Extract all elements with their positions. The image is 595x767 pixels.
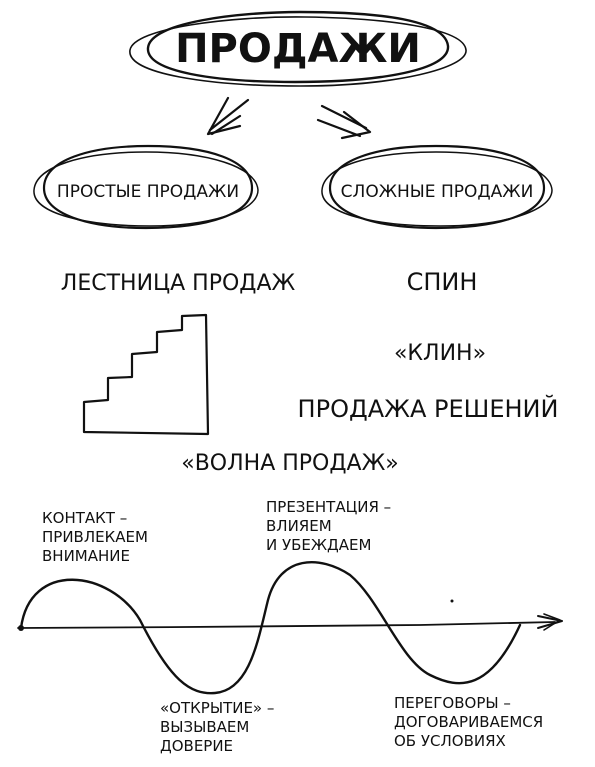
negotiation-stage-label: ПЕРЕГОВОРЫ – ДОГОВАРИВАЕМСЯ ОБ УСЛОВИЯХ [394,694,543,750]
presentation-line-1: ПРЕЗЕНТАЦИЯ – [266,498,391,516]
complex-sales-oval [321,144,553,230]
ladder-label: ЛЕСТНИЦА ПРОДАЖ [61,271,296,296]
opening-line-1: «ОТКРЫТИЕ» – [160,699,274,717]
simple-sales-label: ПРОСТЫЕ ПРОДАЖИ [57,182,239,202]
right-arrow [316,104,372,140]
complex-item-klin: «КЛИН» [394,341,486,366]
staircase-drawing [82,313,210,436]
opening-line-3: ДОВЕРИЕ [160,737,233,755]
negotiation-line-2: ДОГОВАРИВАЕМСЯ [394,713,543,731]
left-arrow [206,96,250,136]
sales-wave-curve [19,561,522,695]
contact-line-3: ВНИМАНИЕ [42,547,130,565]
presentation-stage-label: ПРЕЗЕНТАЦИЯ – ВЛИЯЕМ И УБЕЖДАЕМ [266,498,391,554]
contact-line-1: КОНТАКТ – [42,509,127,527]
opening-stage-label: «ОТКРЫТИЕ» – ВЫЗЫВАЕМ ДОВЕРИЕ [160,699,274,755]
wave-axis [17,599,563,631]
wave-label: «ВОЛНА ПРОДАЖ» [181,451,399,476]
negotiation-line-1: ПЕРЕГОВОРЫ – [394,694,511,712]
presentation-line-3: И УБЕЖДАЕМ [266,536,371,554]
presentation-line-2: ВЛИЯЕМ [266,517,332,535]
contact-line-2: ПРИВЛЕКАЕМ [42,528,148,546]
complex-item-spin: СПИН [407,268,478,296]
contact-stage-label: КОНТАКТ – ПРИВЛЕКАЕМ ВНИМАНИЕ [42,509,148,565]
stray-dot [450,599,454,603]
negotiation-line-3: ОБ УСЛОВИЯХ [394,732,506,750]
complex-sales-label: СЛОЖНЫЕ ПРОДАЖИ [341,182,534,202]
title-oval [129,10,467,87]
page-title: ПРОДАЖИ [175,26,421,72]
complex-item-solutions: ПРОДАЖА РЕШЕНИЙ [298,394,559,423]
opening-line-2: ВЫЗЫВАЕМ [160,718,249,736]
simple-sales-oval [33,144,259,230]
